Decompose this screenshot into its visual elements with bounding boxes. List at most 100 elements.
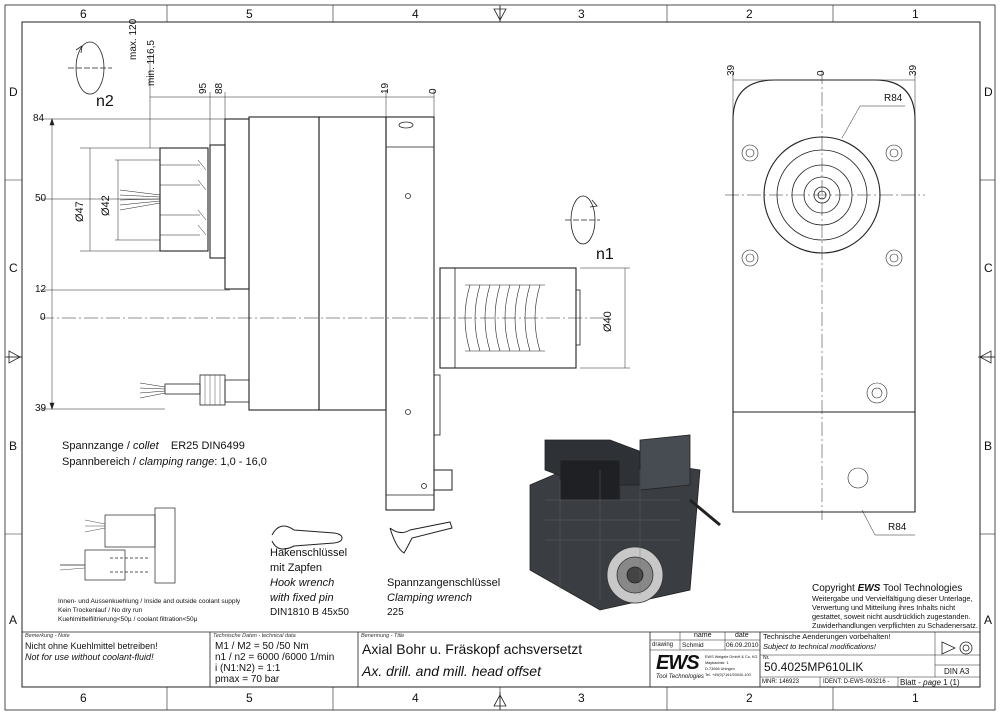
clamping-wrench-spec: 225 <box>387 607 404 618</box>
col-label-bottom-4: 4 <box>412 691 419 705</box>
clamping-wrench-de: Spannzangenschlüssel <box>387 577 501 589</box>
dim-19: 19 <box>380 82 391 94</box>
dim-right-39-right: 39 <box>908 64 919 76</box>
drawing-title-de: Axial Bohr u. Fräskopf achsversetzt <box>362 641 583 657</box>
tech-m: M1 / M2 = 50 /50 Nm <box>215 641 309 652</box>
rotation-n2: n2 <box>96 93 114 110</box>
title-block-lines <box>22 631 980 687</box>
row-drawing: drawing <box>652 642 674 648</box>
row-label-left-C: C <box>9 261 18 275</box>
remark-label: Bemerkung - Note <box>25 633 70 639</box>
side-view <box>40 41 630 511</box>
mnr: MNR: 146923 <box>762 679 800 685</box>
dim-39: 39 <box>35 403 47 414</box>
col-label-top-2: 2 <box>746 7 753 21</box>
copyright-brand: EWS <box>857 583 881 594</box>
ews-logo: EWS <box>656 652 700 674</box>
dim-min: min. 116,5 <box>146 40 157 86</box>
col-label-top-4: 4 <box>412 7 419 21</box>
copyright-line-2: Weitergabe und Vervielfältigung dieser U… <box>812 594 973 603</box>
drawing-date: 06.09.2010 <box>726 642 759 649</box>
company-line-4: Tel. +49(0)7161/93040-100 <box>705 673 751 677</box>
sheet-de: Blatt - <box>900 678 921 687</box>
col-label-bottom-5: 5 <box>246 691 253 705</box>
col-label-top-1: 1 <box>912 7 919 21</box>
copyright-line-5: Zuwiderhandlungen verpflichten zu Schade… <box>812 621 978 630</box>
col-date-header: date <box>735 632 749 639</box>
col-label-top-6: 6 <box>80 7 87 21</box>
col-label-top-3: 3 <box>578 7 585 21</box>
isometric-render <box>529 434 721 611</box>
nr-label: Nr. <box>763 655 770 661</box>
coolant-note-2: Kein Trockenlauf / No dry run <box>58 607 143 614</box>
dim-d42: Ø42 <box>100 195 112 216</box>
clamping-range-de: Spannbereich / <box>62 456 136 468</box>
dim-r84-bottom: R84 <box>888 522 907 533</box>
tech-label: Technische Daten - technical data <box>213 633 296 639</box>
drawer-name: Schmid <box>682 642 704 649</box>
tech-p: pmax = 70 bar <box>215 674 280 685</box>
dim-84: 84 <box>33 113 45 124</box>
collet-en: collet <box>132 440 159 452</box>
col-label-bottom-3: 3 <box>578 691 585 705</box>
dim-d47: Ø47 <box>74 201 86 222</box>
copyright-line-3: Verwertung und Mitteilung ihres Inhalts … <box>812 603 956 612</box>
change-note-en: Subject to technical modifications! <box>763 642 876 651</box>
col-label-top-5: 5 <box>246 7 253 21</box>
hook-wrench-en1: Hook wrench <box>270 577 335 589</box>
col-label-bottom-1: 1 <box>912 691 919 705</box>
centering-marks <box>6 6 995 710</box>
dim-right-39-left: 39 <box>726 64 737 76</box>
row-label-right-D: D <box>984 85 993 99</box>
clamping-wrench-drawing <box>389 521 453 554</box>
rotation-n1: n1 <box>596 246 614 263</box>
col-label-bottom-2: 2 <box>746 691 753 705</box>
collet-line-2: Spannbereich / clamping range: 1,0 - 16,… <box>62 456 267 469</box>
company-line-1: EWS Weigele GmbH & Co. KG <box>705 655 758 659</box>
row-label-right-A: A <box>984 613 993 627</box>
hook-wrench-de1: Hakenschlüssel <box>270 547 348 559</box>
dim-95: 95 <box>198 82 209 94</box>
inner-frame <box>21 21 981 688</box>
front-view <box>725 70 925 536</box>
coolant-schematic <box>59 507 176 584</box>
collet-line-1: Spannzange / collet ER25 DIN6499 <box>62 440 245 453</box>
copyright-post: Tool Technologies <box>880 583 963 594</box>
hook-wrench-drawing <box>271 525 343 550</box>
din-size: DIN A3 <box>944 667 970 676</box>
row-label-right-B: B <box>984 439 993 453</box>
drawing-title-en: Ax. drill. and mill. head offset <box>362 663 541 679</box>
clamping-range-en: clamping range <box>139 456 215 468</box>
clamping-wrench-en: Clamping wrench <box>387 592 472 604</box>
copyright-pre: Copyright <box>812 583 858 594</box>
company-line-3: D-73066 Uhingen <box>705 667 735 671</box>
collet-de: Spannzange / <box>62 440 130 452</box>
row-label-right-C: C <box>984 261 993 275</box>
dim-right-0: 0 <box>816 70 827 76</box>
row-label-left-B: B <box>9 439 18 453</box>
company-line-2: Maybachstr. 1 <box>705 661 729 665</box>
col-name-header: name <box>694 632 712 639</box>
hook-wrench-de2: mit Zapfen <box>270 562 322 574</box>
dim-12: 12 <box>35 284 47 295</box>
col-label-bottom-6: 6 <box>80 691 87 705</box>
tech-n: n1 / n2 = 6000 /6000 1/min <box>215 652 335 663</box>
remark-de: Nicht ohne Kuehlmittel betreiben! <box>25 641 158 651</box>
dim-0: 0 <box>40 312 46 323</box>
hook-wrench-en2: with fixed pin <box>270 592 334 604</box>
dim-max: max. 120 <box>128 18 139 60</box>
ews-logo-sub: Tool Technologies <box>656 674 704 680</box>
change-note-de: Technische Aenderungen vorbehalten! <box>763 632 891 641</box>
dim-top-0: 0 <box>428 88 439 94</box>
part-number: 50.4025MP610LIK <box>764 660 864 674</box>
sheet-info: Blatt - page 1 (1) <box>900 678 960 687</box>
ident: IDENT: D-EWS-093216 - <box>823 679 890 685</box>
tech-i: i (N1:N2) = 1:1 <box>215 663 281 674</box>
collet-spec: ER25 DIN6499 <box>170 440 245 452</box>
coolant-note-1: Innen- und Aussenkuehlung / Inside and o… <box>58 598 241 605</box>
hook-wrench-spec: DIN1810 B 45x50 <box>270 607 349 618</box>
sheet-val: 1 (1) <box>943 678 960 687</box>
copyright-line-4: gestattet, soweit nicht ausdrücklich zug… <box>812 612 971 621</box>
